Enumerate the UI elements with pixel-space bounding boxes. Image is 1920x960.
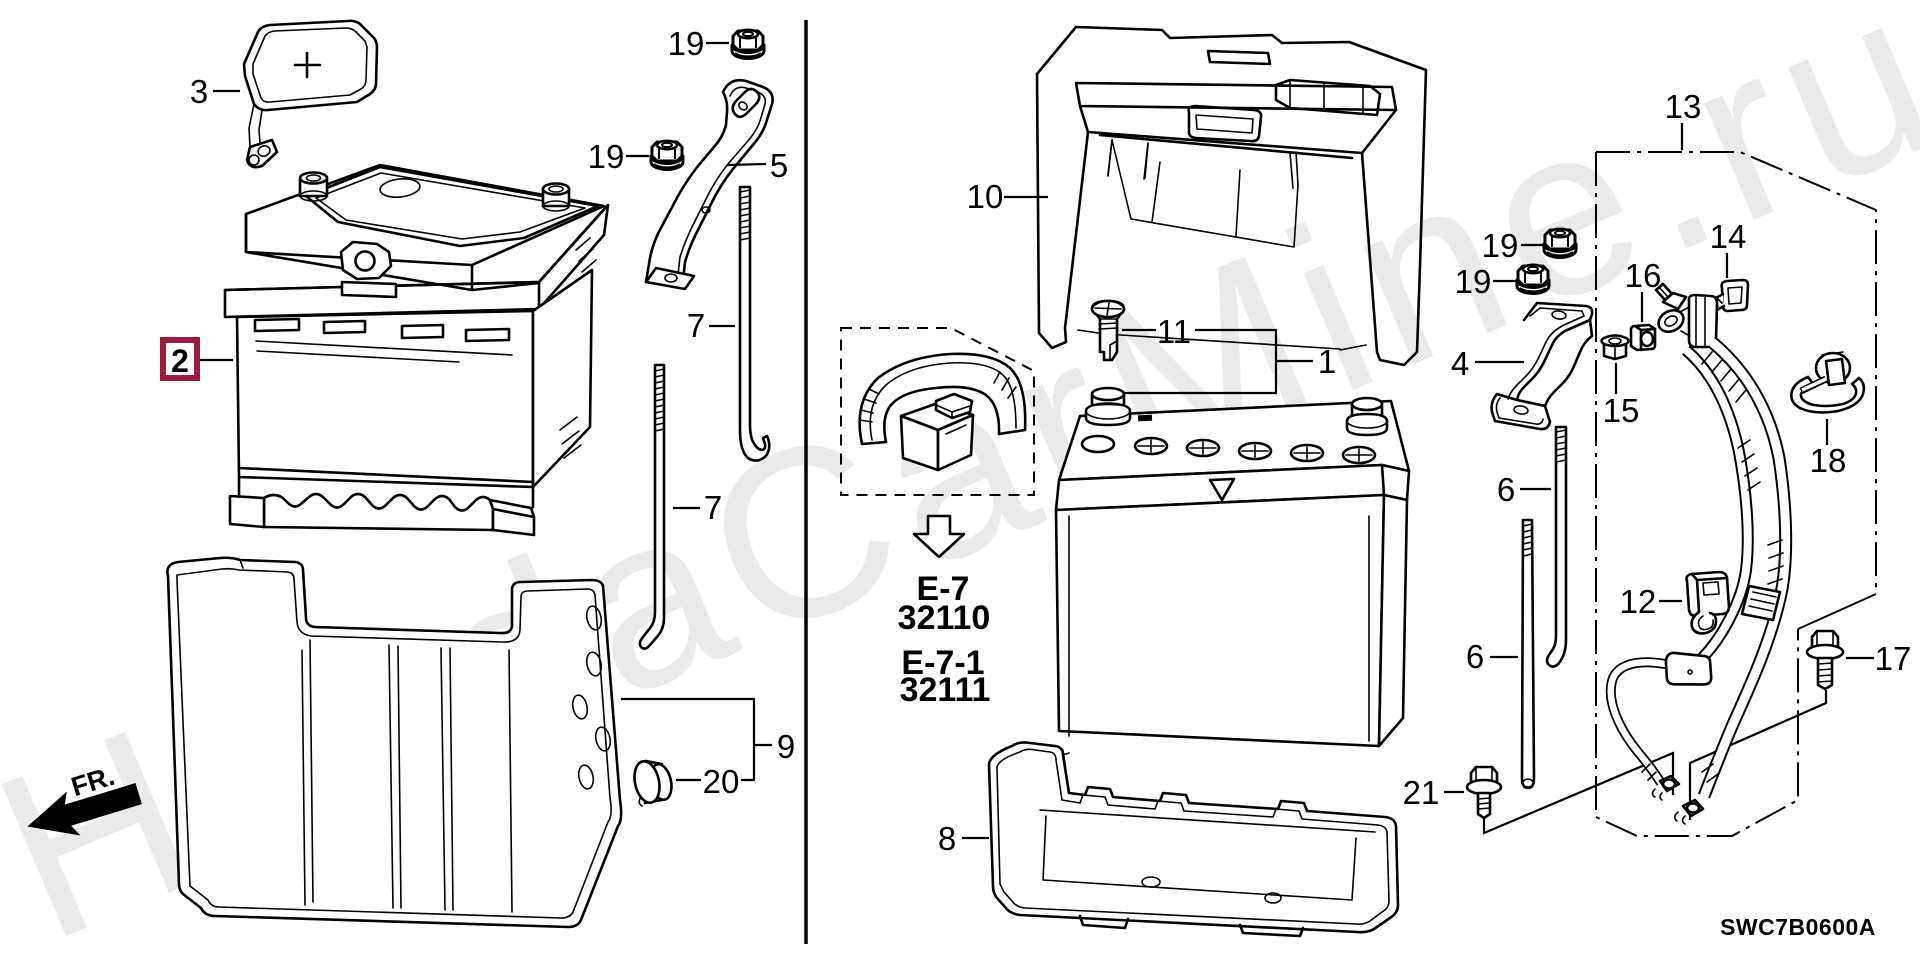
- svg-text:8: 8: [938, 820, 956, 857]
- svg-text:10: 10: [967, 178, 1004, 215]
- svg-text:7: 7: [704, 489, 722, 526]
- svg-text:19: 19: [668, 25, 705, 62]
- svg-text:21: 21: [1403, 774, 1440, 811]
- svg-text:6: 6: [1466, 638, 1484, 675]
- svg-text:19: 19: [1455, 263, 1492, 300]
- svg-text:32111: 32111: [900, 671, 991, 709]
- svg-text:7: 7: [687, 307, 705, 344]
- svg-text:2: 2: [171, 343, 189, 379]
- svg-text:14: 14: [1710, 218, 1747, 255]
- svg-text:13: 13: [1665, 88, 1702, 125]
- svg-text:32110: 32110: [898, 599, 991, 637]
- svg-text:1: 1: [1318, 343, 1336, 380]
- svg-text:5: 5: [770, 147, 788, 184]
- svg-text:15: 15: [1603, 392, 1640, 429]
- svg-text:SWC7B0600A: SWC7B0600A: [1720, 914, 1876, 940]
- svg-text:20: 20: [703, 763, 740, 800]
- svg-text:19: 19: [1482, 227, 1519, 264]
- svg-text:6: 6: [1497, 471, 1515, 508]
- svg-text:E-7: E-7: [917, 570, 970, 608]
- svg-text:11: 11: [1157, 313, 1191, 350]
- svg-text:16: 16: [1625, 257, 1662, 294]
- svg-text:3: 3: [190, 73, 208, 110]
- svg-text:19: 19: [588, 138, 625, 175]
- svg-text:17: 17: [1875, 640, 1912, 677]
- svg-text:12: 12: [1620, 583, 1657, 620]
- svg-text:9: 9: [777, 728, 795, 765]
- svg-text:E-7-1: E-7-1: [901, 644, 984, 682]
- svg-text:4: 4: [1451, 345, 1469, 382]
- svg-text:18: 18: [1810, 442, 1847, 479]
